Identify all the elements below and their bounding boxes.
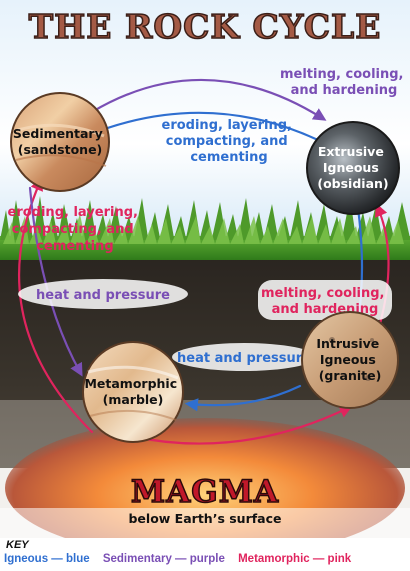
key-item-igneous: Igneous — blue	[4, 553, 90, 565]
rock-extrusive-igneous: Extrusive Igneous (obsidian)	[306, 121, 400, 215]
magma-bottom-fade	[0, 508, 410, 540]
svg-text:Sedimentary (sandstone): Sedimentary (sandstone)	[13, 126, 107, 157]
key-item-metamorphic: Metamorphic — pink	[238, 553, 352, 565]
rock-sedimentary: Sedimentary (sandstone)	[10, 92, 110, 192]
process-label-left: eroding, layering, compacting, and cemen…	[8, 205, 143, 254]
key-title: KEY	[6, 539, 29, 551]
magma-subtitle: below Earth’s surface	[128, 511, 281, 526]
magma-title: MAGMA	[131, 474, 279, 510]
arrow-extrusive-to-sedimentary	[91, 111, 320, 142]
key-item-sedimentary: Sedimentary — purple	[102, 553, 225, 565]
rock-metamorphic: Metamorphic (marble)	[82, 341, 184, 443]
process-pills	[18, 279, 392, 371]
process-label-top-right: melting, cooling, and hardening	[280, 67, 408, 98]
svg-text:Metamorphic (marble): Metamorphic (marble)	[84, 376, 181, 407]
svg-text:Intrusive Igneous: Intrusive Igneous (granite)	[316, 336, 383, 383]
arrow-intrusive-to-metamorphic	[184, 384, 302, 412]
key-row: Igneous — blue Sedimentary — purple Meta…	[4, 553, 361, 565]
process-label-middle-right: melting, cooling, and hardening	[261, 286, 389, 317]
arrow-metamorphic-to-sedimentary	[18, 177, 94, 434]
process-label-lower-center: heat and pressure	[177, 351, 311, 366]
process-label-top-center: eroding, layering, compacting, and cemen…	[162, 118, 297, 165]
grass-band	[0, 196, 410, 260]
page-title: THE ROCK CYCLE	[29, 7, 382, 46]
arrow-metamorphic-to-intrusive	[128, 405, 353, 445]
arrow-sedimentary-to-extrusive	[90, 78, 327, 121]
process-label-middle-left: heat and pressure	[36, 288, 170, 303]
arrow-intrusive-to-extrusive	[374, 203, 390, 340]
legend-key: KEY Igneous — blue Sedimentary — purple …	[0, 538, 410, 571]
svg-text:Extrusive Igneous: Extrusive Igneous (obsidian)	[317, 144, 388, 191]
rock-intrusive-igneous: Intrusive Igneous (granite)	[301, 311, 399, 409]
